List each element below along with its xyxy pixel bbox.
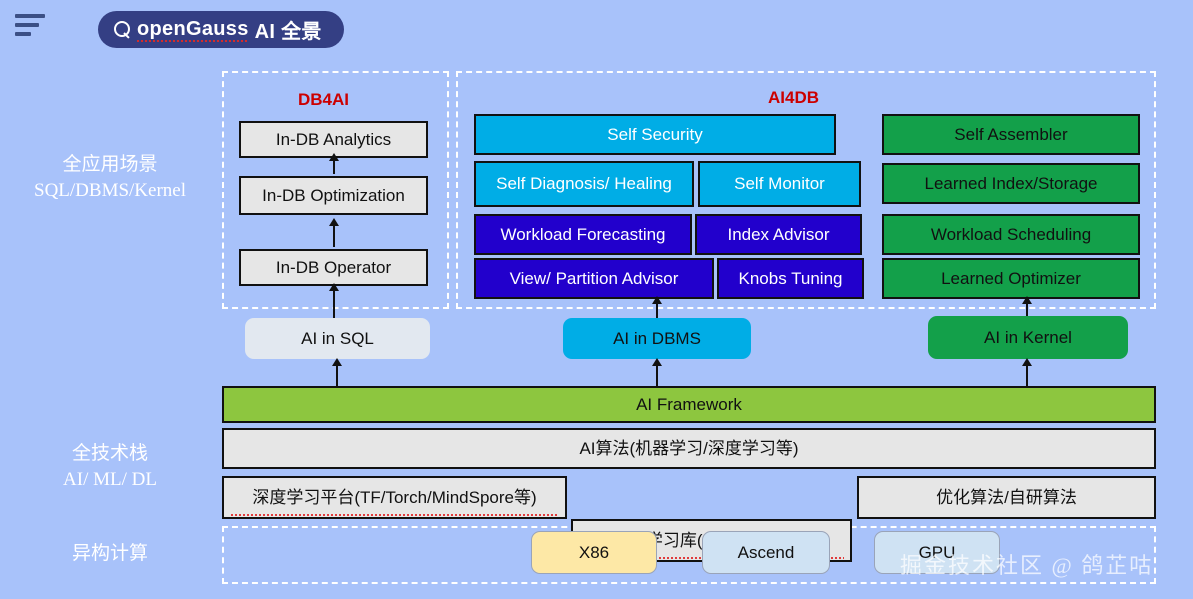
node-workload-forecasting[interactable]: Workload Forecasting: [474, 214, 692, 255]
side-label-hetero: 异构计算: [0, 541, 220, 567]
node-learned-index-storage[interactable]: Learned Index/Storage: [882, 163, 1140, 204]
node-view-partition-advisor[interactable]: View/ Partition Advisor: [474, 258, 714, 299]
side-label-hetero-line1: 异构计算: [71, 543, 148, 564]
side-label-stack-line2: AI/ ML/ DL: [63, 468, 157, 490]
chip-ascend[interactable]: Ascend: [702, 531, 830, 574]
side-label-application: 全应用场景 SQL/DBMS/Kernel: [0, 152, 220, 203]
ai4db-section-border: [456, 71, 1156, 309]
arrow-aiinsql-to-operator: [329, 283, 339, 318]
arrow-framework-to-aiindbms: [652, 358, 662, 386]
page-title-pill[interactable]: openGauss AI 全景: [98, 11, 344, 48]
side-label-application-line2: SQL/DBMS/Kernel: [34, 179, 186, 201]
hamburger-icon[interactable]: [15, 14, 51, 40]
db4ai-section-border: [222, 71, 449, 309]
arrow-optimization-to-analytics: [329, 153, 339, 174]
watermark-text: 掘金技术社区 @ 鸽芷咕: [900, 553, 1154, 578]
node-self-monitor[interactable]: Self Monitor: [698, 161, 861, 207]
chip-gpu[interactable]: GPU: [874, 531, 1000, 574]
bar-optimization-algorithms[interactable]: 优化算法/自研算法: [857, 476, 1156, 519]
arrow-aiinkernel-to-kernel: [1022, 296, 1032, 318]
pill-ai-in-sql[interactable]: AI in SQL: [245, 318, 430, 359]
side-label-stack-line1: 全技术栈: [71, 443, 148, 464]
side-label-application-line1: 全应用场景: [62, 154, 158, 175]
hamburger-line: [15, 32, 31, 36]
node-index-advisor[interactable]: Index Advisor: [695, 214, 862, 255]
bar-ai-algorithms[interactable]: AI算法(机器学习/深度学习等): [222, 428, 1156, 469]
chip-x86[interactable]: X86: [531, 531, 657, 574]
node-in-db-analytics[interactable]: In-DB Analytics: [239, 121, 428, 158]
app-header: openGauss AI 全景: [0, 0, 1193, 62]
page-title-suffix: AI 全景: [254, 21, 322, 43]
arrow-operator-to-optimization: [329, 218, 339, 247]
node-self-diagnosis-healing[interactable]: Self Diagnosis/ Healing: [474, 161, 694, 207]
node-self-security[interactable]: Self Security: [474, 114, 836, 155]
side-label-stack: 全技术栈 AI/ ML/ DL: [0, 441, 220, 492]
bar-ai-framework[interactable]: AI Framework: [222, 386, 1156, 423]
search-icon: [114, 21, 131, 38]
node-in-db-optimization[interactable]: In-DB Optimization: [239, 176, 428, 215]
node-knobs-tuning[interactable]: Knobs Tuning: [717, 258, 864, 299]
ai4db-section-title: AI4DB: [768, 88, 820, 107]
arrow-aiindbms-to-ai4db: [652, 296, 662, 320]
hamburger-line: [15, 23, 39, 27]
bar-deep-learning-platform[interactable]: 深度学习平台(TF/Torch/MindSpore等): [222, 476, 567, 519]
node-self-assembler[interactable]: Self Assembler: [882, 114, 1140, 155]
arrow-framework-to-aiinsql: [332, 358, 342, 386]
db4ai-section-title: DB4AI: [298, 90, 350, 109]
page-title-main: openGauss: [137, 18, 249, 42]
node-learned-optimizer[interactable]: Learned Optimizer: [882, 258, 1140, 299]
node-workload-scheduling[interactable]: Workload Scheduling: [882, 214, 1140, 255]
node-in-db-operator[interactable]: In-DB Operator: [239, 249, 428, 286]
arrow-framework-to-aiinkernel: [1022, 358, 1032, 386]
pill-ai-in-kernel[interactable]: AI in Kernel: [928, 316, 1128, 359]
pill-ai-in-dbms[interactable]: AI in DBMS: [563, 318, 751, 359]
hamburger-line: [15, 14, 45, 18]
